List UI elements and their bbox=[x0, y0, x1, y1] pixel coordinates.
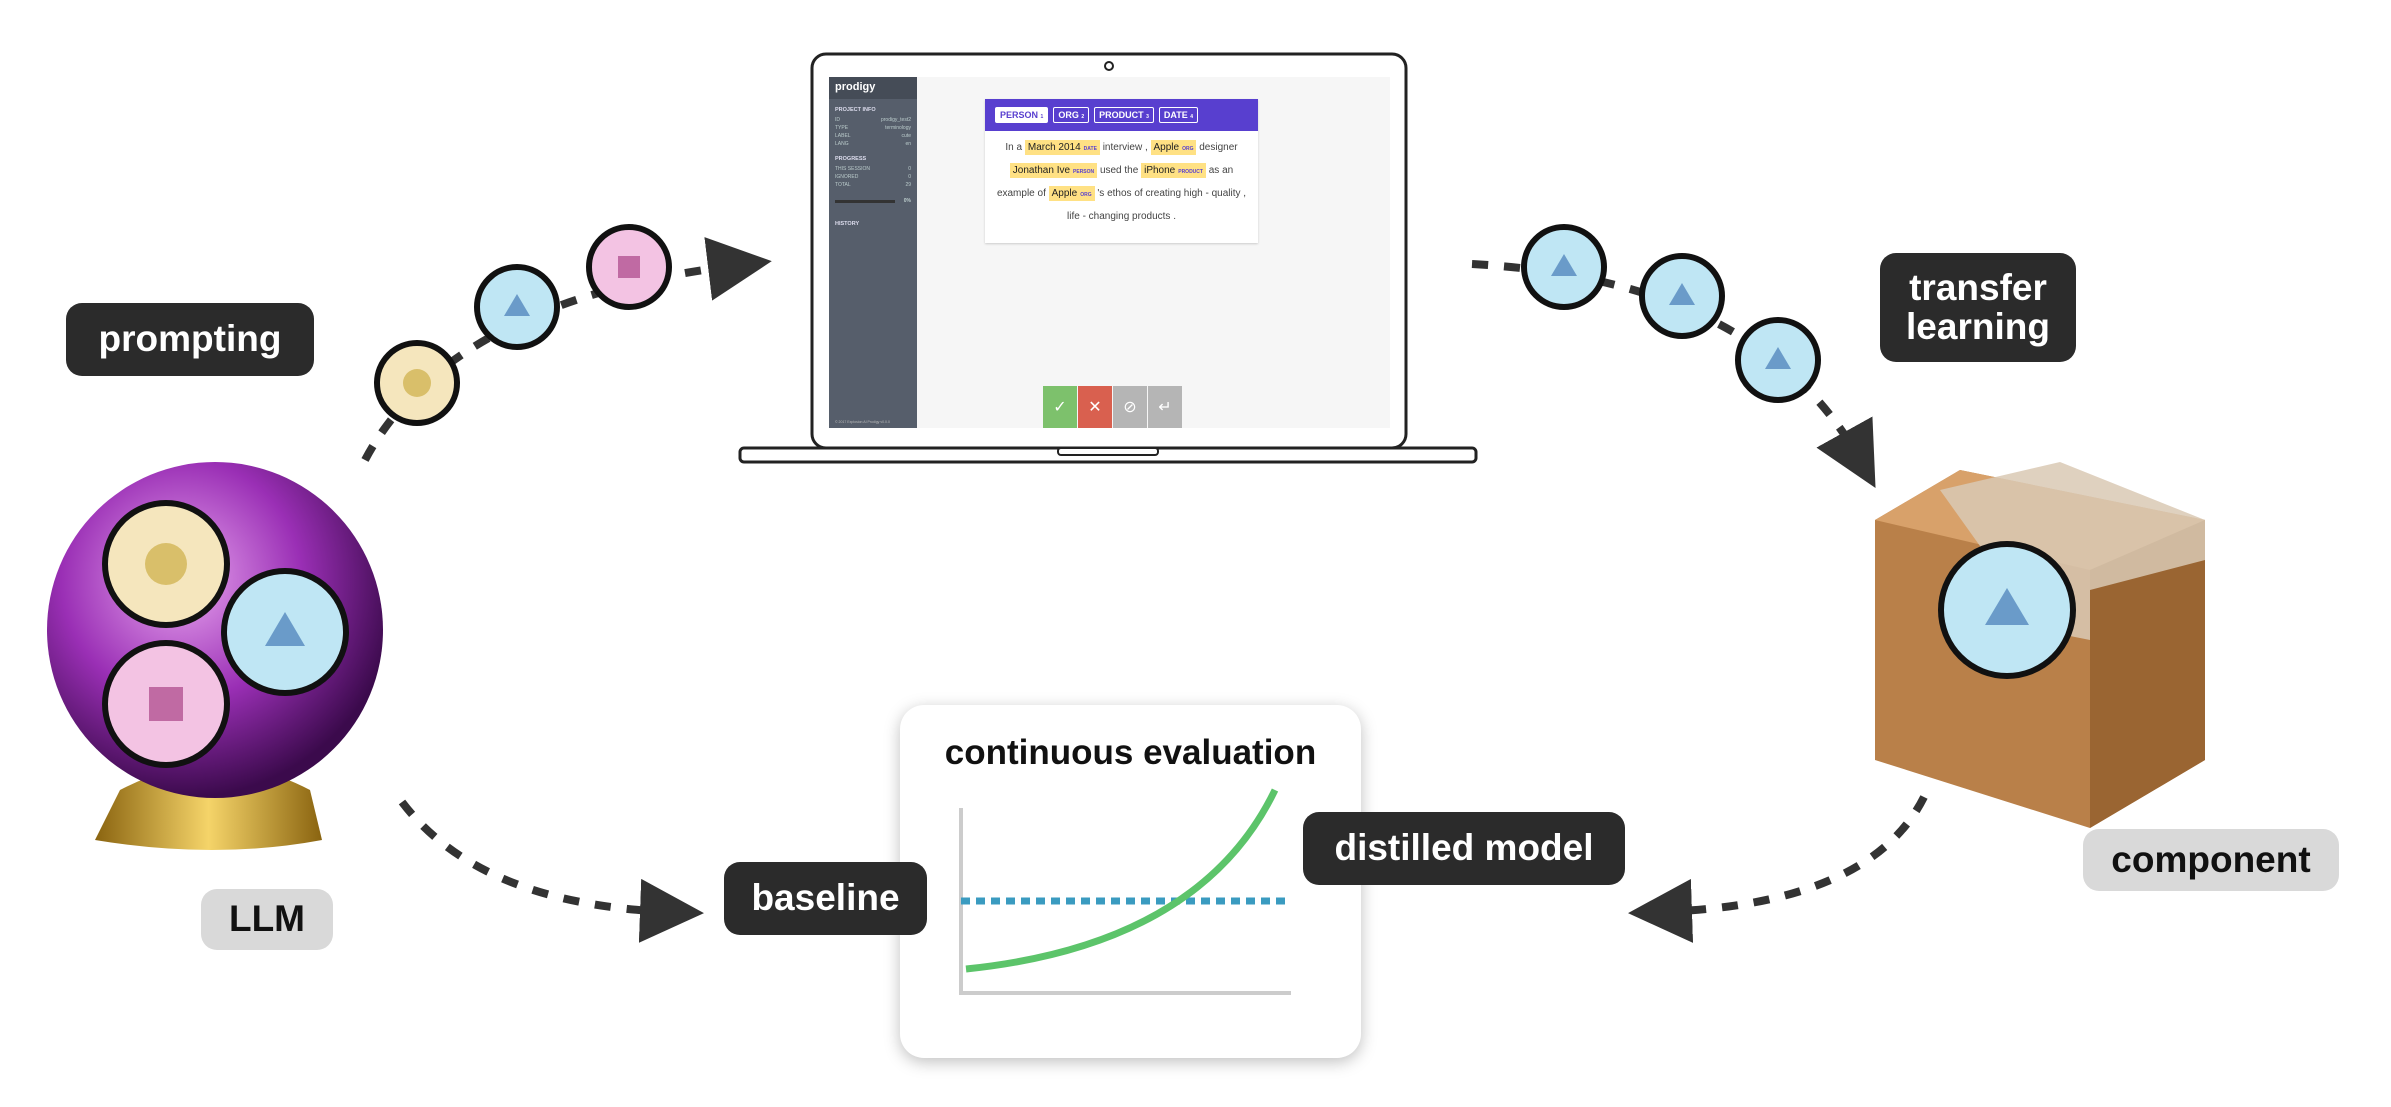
text: 's ethos of creating high - quality , li… bbox=[1067, 188, 1247, 222]
chart-axes bbox=[959, 808, 1291, 995]
transfer-learning-label: transfer learning bbox=[1880, 253, 2076, 362]
prompting-label: prompting bbox=[66, 303, 314, 376]
ignore-button[interactable]: ⊘ bbox=[1113, 386, 1147, 428]
component-label: component bbox=[2083, 829, 2339, 891]
arrow-component-to-evaluation bbox=[1628, 795, 1928, 943]
accept-button[interactable]: ✓ bbox=[1043, 386, 1077, 428]
footer-text: © 2017 Explosion AI Prodigy v0.0.0 bbox=[835, 420, 890, 424]
evaluation-title: continuous evaluation bbox=[944, 733, 1317, 772]
arrow-llm-to-evaluation bbox=[398, 799, 704, 943]
label-person[interactable]: PERSON 1 bbox=[995, 107, 1049, 123]
evaluation-chart bbox=[959, 788, 1291, 995]
progress-bar bbox=[835, 199, 895, 203]
history-heading: HISTORY bbox=[835, 221, 860, 227]
prodigy-logo: prodigy bbox=[829, 77, 917, 99]
baseline-label: baseline bbox=[724, 862, 927, 935]
token-circles bbox=[102, 224, 2076, 768]
text: interview , bbox=[1102, 142, 1148, 153]
llm-label: LLM bbox=[201, 889, 333, 950]
progress-percent: 0% bbox=[903, 198, 911, 204]
text: In a bbox=[1005, 142, 1023, 153]
label-product[interactable]: PRODUCT 3 bbox=[1094, 107, 1154, 123]
label-org[interactable]: ORG 2 bbox=[1053, 107, 1090, 123]
label-date[interactable]: DATE 4 bbox=[1158, 107, 1199, 123]
distilled-model-label: distilled model bbox=[1303, 812, 1625, 885]
reject-button[interactable]: ✕ bbox=[1078, 386, 1112, 428]
distilled-model-curve bbox=[965, 788, 1279, 973]
undo-button[interactable]: ↵ bbox=[1148, 386, 1182, 428]
text: designer bbox=[1199, 142, 1238, 153]
evaluation-card: continuous evaluation bbox=[900, 705, 1361, 1058]
text: as an example of bbox=[996, 165, 1234, 199]
project-info-heading: PROJECT INFO bbox=[835, 107, 876, 113]
progress-heading: PROGRESS bbox=[835, 156, 867, 162]
text: used the bbox=[1099, 165, 1139, 176]
